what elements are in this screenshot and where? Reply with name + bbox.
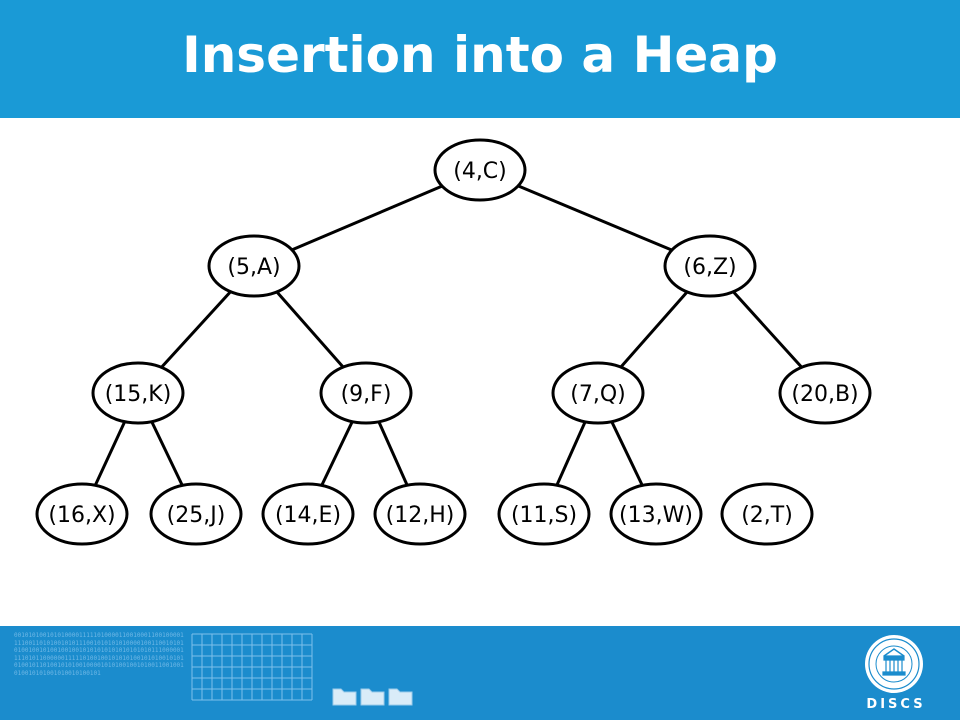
heap-node: (15,K) xyxy=(91,361,185,425)
heap-tree: (4,C) (5,A) (6,Z) (15,K) (9,F) (7,Q) (20,B) (16… xyxy=(35,138,872,546)
nodes-layer: (4,C) (5,A) (6,Z) (15,K) (9,F) (7,Q) (20,B) (16… xyxy=(35,138,872,546)
heap-node-ellipse xyxy=(663,234,757,298)
heap-node-label: (15,K) xyxy=(105,382,172,407)
heap-node-ellipse xyxy=(551,361,645,425)
heap-node: (5,A) xyxy=(207,234,301,298)
heap-node: (9,F) xyxy=(319,361,413,425)
heap-node-ellipse xyxy=(149,482,243,546)
folder-icon xyxy=(332,688,357,706)
heap-diagram: (4,C) (5,A) (6,Z) (15,K) (9,F) (7,Q) (20,B) (16… xyxy=(0,118,960,626)
heap-node-ellipse xyxy=(778,361,872,425)
heap-node-label: (12,H) xyxy=(386,503,455,528)
heap-node-label: (7,Q) xyxy=(570,382,625,407)
heap-node-ellipse xyxy=(433,138,527,202)
heap-node-label: (11,S) xyxy=(511,503,577,528)
heap-node-ellipse xyxy=(373,482,467,546)
heap-node: (11,S) xyxy=(497,482,591,546)
grid-graphic xyxy=(191,633,313,701)
edges-layer xyxy=(80,168,827,515)
heap-node-ellipse xyxy=(720,482,814,546)
heap-node-ellipse xyxy=(319,361,413,425)
heap-node-label: (13,W) xyxy=(619,503,693,528)
heap-node-label: (9,F) xyxy=(341,382,392,407)
heap-node-ellipse xyxy=(35,482,129,546)
slide-footer: 0010101001010100001111101000011001000110… xyxy=(0,626,960,720)
folder-icon xyxy=(360,688,385,706)
heap-node-label: (4,C) xyxy=(453,159,507,184)
heap-node-label: (5,A) xyxy=(227,255,280,280)
heap-node: (4,C) xyxy=(433,138,527,202)
heap-node-label: (16,X) xyxy=(48,503,115,528)
heap-node-label: (20,B) xyxy=(791,382,858,407)
folder-icon xyxy=(388,688,413,706)
heap-node-ellipse xyxy=(91,361,185,425)
brand-name: DISCS xyxy=(866,697,926,712)
heap-node-label: (25,J) xyxy=(167,503,226,528)
heap-node: (25,J) xyxy=(149,482,243,546)
heap-node-label: (6,Z) xyxy=(683,255,736,280)
heap-node-ellipse xyxy=(497,482,591,546)
heap-node: (12,H) xyxy=(373,482,467,546)
heap-node: (20,B) xyxy=(778,361,872,425)
university-seal-icon xyxy=(865,635,923,693)
binary-pattern: 0010101001010100001111101000011001000110… xyxy=(14,632,184,677)
heap-node-label: (2,T) xyxy=(741,503,793,528)
heap-node-ellipse xyxy=(261,482,355,546)
heap-node: (14,E) xyxy=(261,482,355,546)
heap-node-label: (14,E) xyxy=(275,503,341,528)
heap-node: (16,X) xyxy=(35,482,129,546)
slide-title: Insertion into a Heap xyxy=(182,26,778,84)
slide-header: Insertion into a Heap xyxy=(0,0,960,118)
folder-icons xyxy=(332,688,413,706)
heap-node-ellipse xyxy=(609,482,703,546)
heap-node: (13,W) xyxy=(609,482,703,546)
heap-node: (7,Q) xyxy=(551,361,645,425)
heap-node: (2,T) xyxy=(720,482,814,546)
heap-node-ellipse xyxy=(207,234,301,298)
heap-node: (6,Z) xyxy=(663,234,757,298)
